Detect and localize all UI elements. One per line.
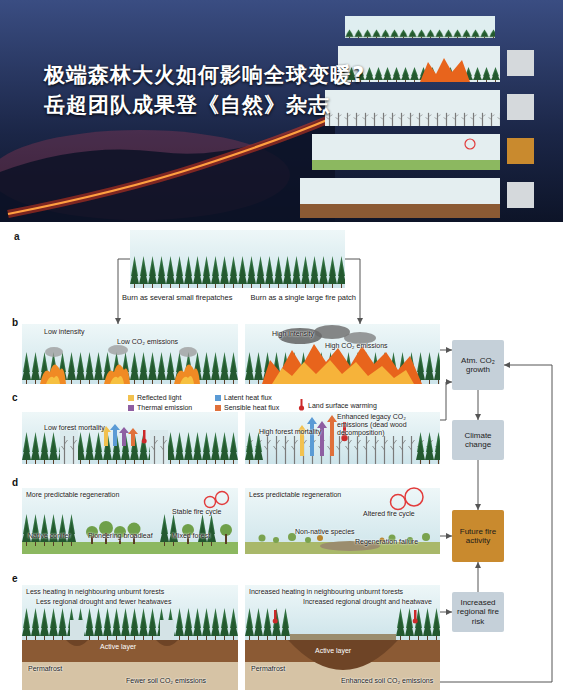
illustration-panel: More predictable regenerationStable fire… — [22, 488, 238, 554]
flow-arrow — [440, 382, 452, 420]
process-box: Future fire activity — [452, 510, 504, 562]
panel-label: Fewer soil CO₂ emissions — [126, 677, 206, 685]
panel-label: High intensity — [272, 330, 314, 338]
box-text: Climate change — [454, 431, 502, 449]
panel-label: Low forest mortality — [44, 424, 105, 432]
panel-label: High forest mortality — [259, 428, 321, 436]
panel-label: Low intensity — [44, 328, 84, 336]
legend-swatch — [215, 405, 221, 411]
illustration-panel: Enhanced legacy CO₂ emissions (dead wood… — [245, 412, 440, 464]
illustration-panel: Less heating in neighbouring unburnt for… — [22, 585, 238, 690]
legend-text: Sensible heat flux — [224, 404, 279, 411]
legend-swatch — [128, 395, 134, 401]
thermometer-icon — [298, 399, 305, 411]
panel-letter: e — [12, 574, 18, 584]
flow-arrow — [440, 350, 452, 351]
flow-arrow — [478, 562, 479, 592]
panel-label: Less predictable regeneration — [249, 491, 341, 499]
panel-label: Permafrost — [251, 665, 285, 673]
flow-arrow — [345, 259, 360, 324]
panel-label: Less regional drought and fewer heatwave… — [36, 598, 171, 606]
legend-item: Land surface warming — [298, 399, 377, 411]
process-box: Atm. CO₂ growth — [452, 340, 504, 390]
panel-label: Stable fire cycle — [172, 508, 221, 516]
panel-letter: a — [14, 232, 20, 242]
panel-label: Non-native species — [295, 528, 355, 536]
panel-label: Mixed forest — [172, 532, 210, 540]
legend-item: Thermal emission — [128, 404, 192, 411]
illustration-panel: Low forest mortality — [22, 412, 238, 464]
illustration-panel: High intensityHigh CO₂ emissions — [245, 324, 440, 384]
legend-text: Latent heat flux — [224, 394, 272, 401]
legend-swatch — [215, 395, 221, 401]
box-text: Increased regional fire risk — [454, 598, 502, 626]
panel-label: Less heating in neighbouring unburnt for… — [26, 588, 164, 596]
legend-item: Latent heat flux — [215, 394, 272, 401]
legend-item: Sensible heat flux — [215, 404, 279, 411]
legend-text: Land surface warming — [308, 402, 377, 409]
panel-letter: c — [12, 393, 18, 403]
legend-text: Reflected light — [137, 394, 181, 401]
panel-label: Permafrost — [28, 665, 62, 673]
panel-label: Pioneering broadleaf — [88, 532, 153, 540]
box-text: Atm. CO₂ growth — [454, 356, 502, 374]
box-text: Future fire activity — [454, 527, 502, 545]
legend-text: Thermal emission — [137, 404, 192, 411]
flow-arrow — [478, 460, 479, 510]
process-box: Increased regional fire risk — [452, 592, 504, 632]
legend-item: Reflected light — [128, 394, 181, 401]
panel-label: Enhanced soil CO₂ emissions — [341, 677, 433, 685]
banner-title: 极端森林大火如何影响全球变暖? 岳超团队成果登《自然》杂志 — [44, 60, 374, 121]
panel-label: Active layer — [100, 643, 136, 651]
illustration-panel: Less predictable regenerationAltered fir… — [245, 488, 440, 554]
panel-label: Active layer — [315, 647, 351, 655]
illustration-panel: Increased heating in neighbouring unburn… — [245, 585, 440, 690]
panel-label: Regeneration failure — [355, 538, 418, 546]
panel-label: Altered fire cycle — [363, 510, 415, 518]
panel-letter: b — [12, 318, 18, 328]
flow-arrow — [478, 390, 479, 420]
panel-letter: d — [12, 478, 18, 488]
edge-label: Burn as several small firepatches — [122, 294, 242, 302]
panel-label: Increased regional drought and heatwave — [303, 598, 432, 606]
panel-label: Enhanced legacy CO₂ emissions (dead wood… — [337, 413, 437, 437]
flow-arrow — [118, 259, 130, 324]
legend-swatch — [128, 405, 134, 411]
edge-label: Burn as a single large fire patch — [236, 294, 356, 302]
panel-label: More predictable regeneration — [26, 491, 119, 499]
panel-label: High CO₂ emissions — [325, 342, 388, 350]
flow-arrow — [440, 365, 552, 682]
panel-label: Low CO₂ emissions — [117, 338, 178, 346]
flow-arrow — [440, 612, 452, 613]
process-box: Climate change — [452, 420, 504, 460]
panel-label: Increased heating in neighbouring unburn… — [249, 588, 403, 596]
panel-label: Native conifer — [28, 532, 71, 540]
flow-arrow — [440, 536, 452, 537]
illustration-panel: a — [130, 230, 345, 288]
illustration-panel: Low intensityLow CO₂ emissions — [22, 324, 238, 384]
